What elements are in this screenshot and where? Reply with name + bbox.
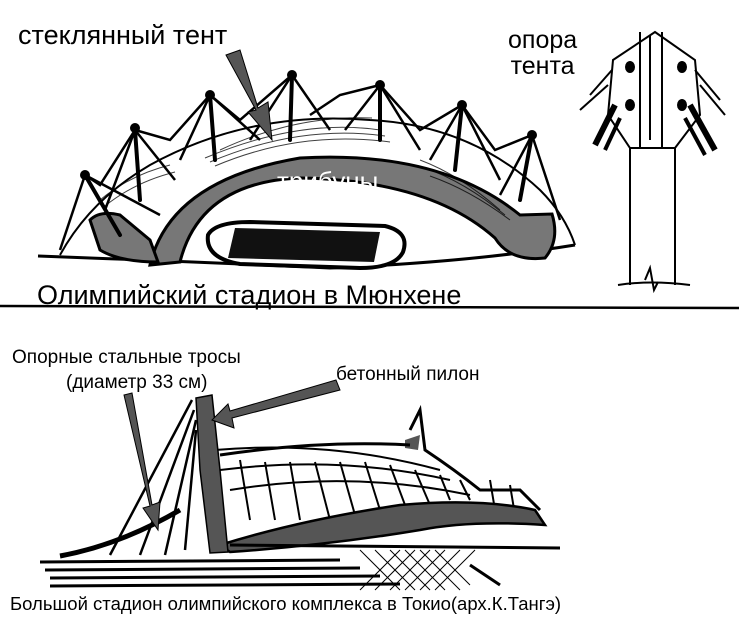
stands-shape — [148, 155, 557, 267]
tent-support-label-line1: опора — [508, 26, 578, 54]
cables-label-line1: Опорные стальные тросы — [12, 347, 241, 368]
munich-caption: Олимпийский стадион в Мюнхене — [37, 280, 462, 310]
glass-tent-label: стеклянный тент — [18, 20, 228, 50]
pylon-arrow — [211, 379, 341, 429]
concrete-pylon — [195, 394, 229, 554]
stands-label: трибуны — [277, 166, 379, 196]
pitch-field — [228, 228, 380, 262]
munich-stadium-sketch — [37, 49, 576, 271]
tent-support-label-line2: тента — [510, 52, 575, 80]
cables-arrow — [123, 392, 161, 532]
tokyo-stadium-sketch — [39, 379, 561, 591]
tent-support-label: опора тента — [508, 27, 577, 79]
pylon-label: бетонный пилон — [336, 364, 480, 385]
section-divider — [0, 304, 739, 310]
tokyo-caption: Большой стадион олимпийского комплекса в… — [10, 593, 562, 614]
tent-support-detail — [579, 30, 726, 294]
cables-label-line2: (диаметр 33 см) — [66, 372, 208, 393]
glass-tent-arrow — [225, 49, 273, 142]
